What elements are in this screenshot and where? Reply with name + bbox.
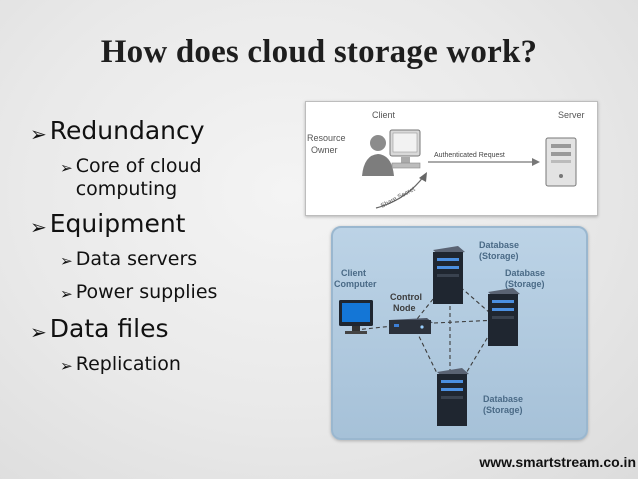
owner-label-1: Resource [307,133,346,143]
arrow-bullet-icon: ➢ [30,214,47,239]
db-label-1a: Database [479,240,519,250]
client-computer-label-1: Client [341,268,366,278]
arrow-bullet-icon: ➢ [60,356,73,375]
auth-diagram-svg: Client Server Resource Owner Authenticat… [307,110,585,210]
arrow-bullet-icon: ➢ [30,121,47,146]
bullet-list: ➢ Redundancy ➢ Core of cloud computing ➢… [30,116,280,386]
bullet-data-files: ➢ Data files [30,314,280,347]
subbullet-core: ➢ Core of cloud computing [60,155,280,201]
arrow-bullet-icon: ➢ [60,284,73,303]
secret-label: Share Secret [380,186,417,210]
footer-url: www.smartstream.co.in [479,454,636,470]
slide-title: How does cloud storage work? [100,34,538,70]
control-node-label-2: Node [393,303,416,313]
network-links [354,277,499,401]
subbullet-replication: ➢ Replication [60,353,280,378]
control-node-label-1: Control [390,292,422,302]
bullet-label: Redundancy [49,116,205,145]
subbullet-label: Core of cloud computing [75,154,202,200]
server-label: Server [558,110,585,120]
user-computer-icon [362,129,421,176]
client-monitor-icon [339,300,373,334]
database-server-icon-1 [433,246,465,304]
subbullet-label: Power supplies [75,280,218,303]
storage-network-diagram: Client Computer Control Node Database (S [331,226,588,440]
control-node-icon [389,318,433,334]
secret-arrow-icon [375,172,427,209]
bullet-redundancy: ➢ Redundancy [30,116,280,149]
request-arrow-icon [428,158,540,166]
db-label-3a: Database [483,394,523,404]
bullet-equipment: ➢ Equipment [30,209,280,242]
client-label: Client [372,110,396,120]
db-label-2b: (Storage) [505,279,545,289]
subbullet-label: Replication [75,352,181,375]
storage-network-svg: Client Computer Control Node Database (S [334,240,545,426]
owner-label-2: Owner [311,145,338,155]
subbullet-power-supplies: ➢ Power supplies [60,281,280,306]
subbullet-label: Data servers [75,247,198,270]
arrow-bullet-icon: ➢ [30,319,47,344]
bullet-label: Data files [49,313,169,343]
subbullet-data-servers: ➢ Data servers [60,248,280,273]
server-tower-icon [545,137,577,187]
bullet-label: Equipment [49,208,186,238]
db-label-2a: Database [505,268,545,278]
database-server-icon-3 [437,368,469,426]
arrow-bullet-icon: ➢ [60,251,73,270]
auth-diagram: Client Server Resource Owner Authenticat… [305,101,598,216]
db-label-1b: (Storage) [479,251,519,261]
client-computer-label-2: Computer [334,279,377,289]
db-label-3b: (Storage) [483,405,523,415]
request-label: Authenticated Request [434,152,505,159]
database-server-icon-2 [488,288,520,346]
arrow-bullet-icon: ➢ [60,158,73,177]
